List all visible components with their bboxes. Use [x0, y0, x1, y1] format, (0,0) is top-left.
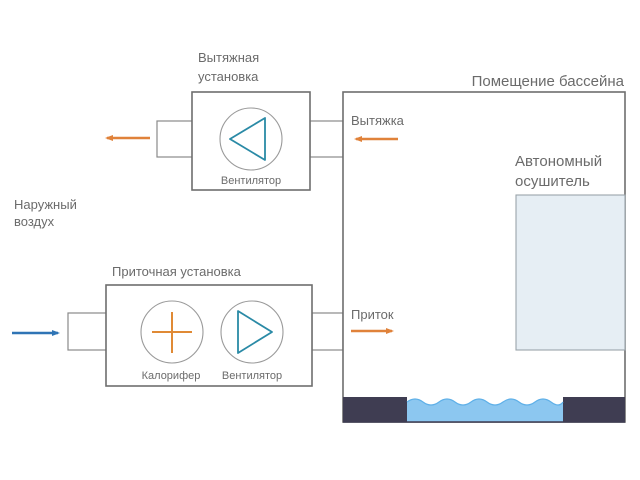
supply-fan-label: Вентилятор — [222, 370, 282, 382]
supply-inlet-duct — [67, 312, 108, 351]
pool-edge-left — [343, 397, 407, 422]
exhaust-fan-icon — [229, 117, 266, 161]
heater-label: Калорифер — [142, 370, 201, 382]
heater-icon — [152, 312, 192, 353]
pool-wave-line — [406, 398, 564, 406]
outdoor-air-label-line2: воздух — [14, 214, 55, 229]
dehumidifier-unit — [515, 194, 626, 351]
exhaust-fan-ring — [219, 107, 283, 171]
supply-unit-title: Приточная установка — [112, 264, 242, 279]
supply-unit: Приточная установка Калорифер Вентилятор — [67, 264, 344, 387]
exhaust-inlet-duct — [309, 120, 344, 158]
supply-fan-ring — [220, 300, 284, 364]
supply-fan-icon — [237, 310, 273, 354]
room-supply-label: Приток — [351, 307, 394, 322]
exhaust-unit-title-line1: Вытяжная — [198, 50, 259, 65]
dehumidifier-label-line2: осушитель — [515, 173, 590, 190]
exhaust-fan-label: Вентилятор — [221, 175, 281, 187]
pool-edge-right — [563, 397, 625, 422]
supply-outlet-duct — [311, 312, 344, 351]
pool-room: Помещение бассейна Вытяжка Приток Автоно… — [342, 73, 626, 423]
pool-room-title: Помещение бассейна — [472, 73, 625, 90]
dehumidifier-label-line1: Автономный — [515, 153, 602, 170]
exhaust-unit: Вытяжная установка Вентилятор — [156, 50, 344, 191]
outdoor-air-label-line1: Наружный — [14, 197, 77, 212]
exhaust-outlet-duct — [156, 120, 194, 158]
room-exhaust-label: Вытяжка — [351, 113, 405, 128]
exhaust-unit-title-line2: установка — [198, 69, 259, 84]
